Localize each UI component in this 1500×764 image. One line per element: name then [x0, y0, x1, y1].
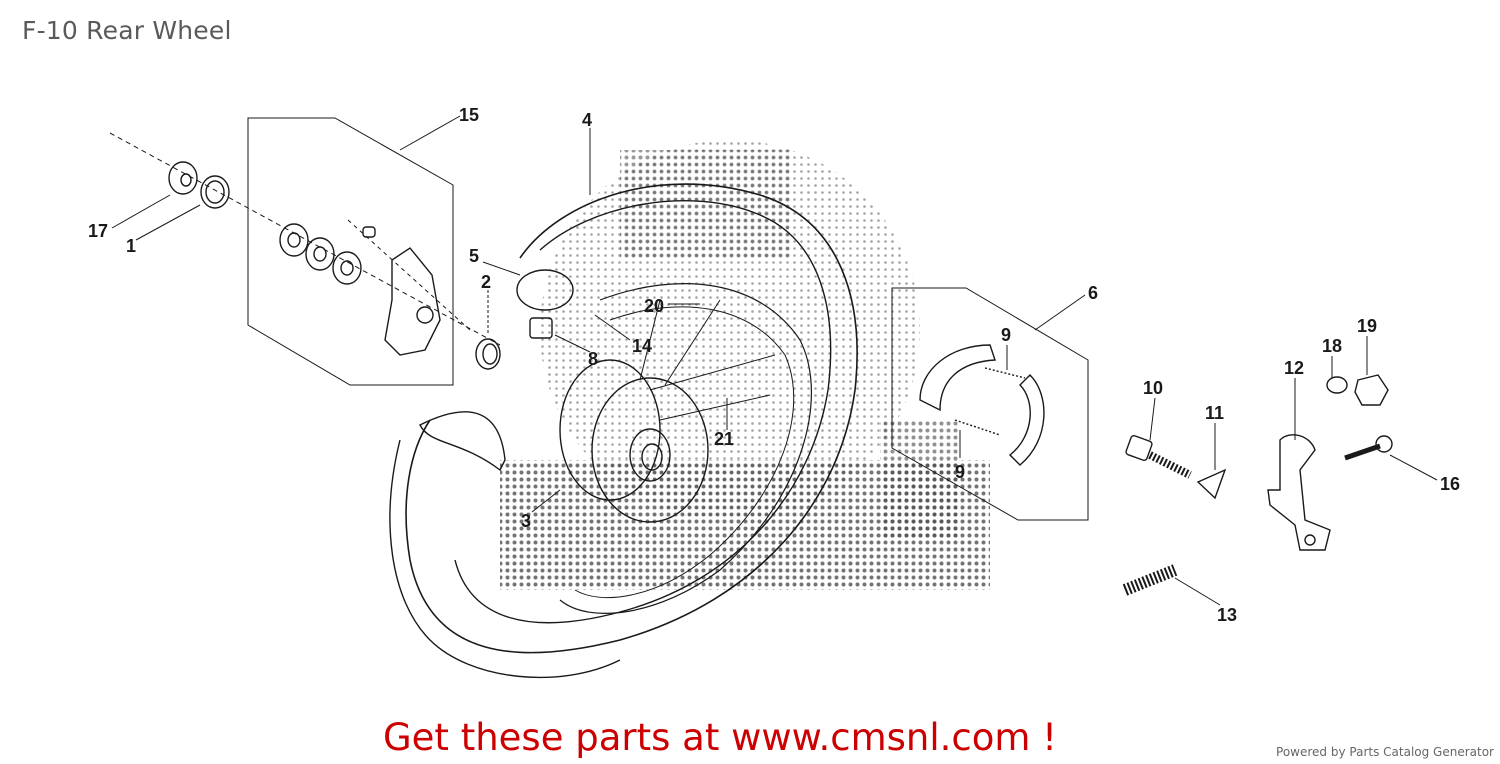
kit-box-6 — [891, 287, 1089, 521]
diagram-title: F-10 Rear Wheel — [22, 16, 232, 45]
callout-8[interactable]: 8 — [588, 349, 599, 369]
callout-4[interactable]: 4 — [582, 110, 593, 130]
callout-12[interactable]: 12 — [1284, 358, 1305, 378]
callout-9-upper[interactable]: 9 — [1001, 325, 1012, 345]
watermark-logo — [500, 140, 990, 590]
callout-15[interactable]: 15 — [459, 105, 480, 125]
callout-11[interactable]: 11 — [1205, 403, 1225, 423]
kit-box-15 — [247, 117, 454, 386]
callout-2[interactable]: 2 — [481, 272, 492, 292]
callout-19[interactable]: 19 — [1357, 316, 1378, 336]
callout-5[interactable]: 5 — [469, 246, 480, 266]
callout-18[interactable]: 18 — [1322, 336, 1343, 356]
callout-17[interactable]: 17 — [88, 221, 109, 241]
callout-3[interactable]: 3 — [521, 511, 532, 531]
callout-14[interactable]: 14 — [632, 336, 653, 356]
callout-20[interactable]: 20 — [644, 296, 665, 316]
promo-link[interactable]: Get these parts at www.cmsnl.com ! — [383, 716, 1058, 759]
tire-outline — [405, 183, 858, 654]
callout-9-lower[interactable]: 9 — [955, 462, 966, 482]
callout-21[interactable]: 21 — [714, 429, 735, 449]
callout-16[interactable]: 16 — [1440, 474, 1461, 494]
callout-13[interactable]: 13 — [1217, 605, 1238, 625]
callout-1[interactable]: 1 — [126, 236, 137, 256]
callout-10[interactable]: 10 — [1143, 378, 1164, 398]
callout-6[interactable]: 6 — [1088, 283, 1099, 303]
powered-by-footer: Powered by Parts Catalog Generator — [1276, 745, 1494, 759]
